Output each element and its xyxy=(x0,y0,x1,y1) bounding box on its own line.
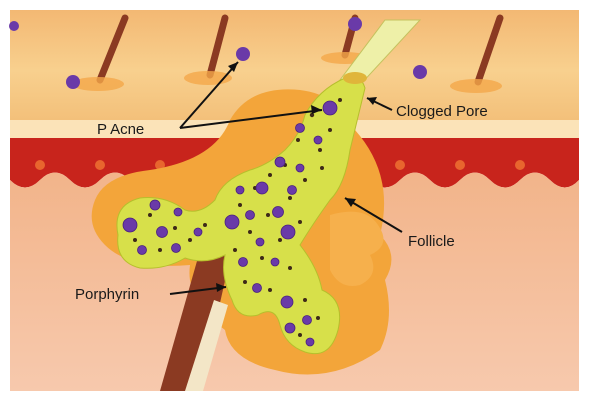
label-porphyrin: Porphyrin xyxy=(75,286,139,303)
clogged-pore-cap xyxy=(343,72,367,84)
label-follicle: Follicle xyxy=(408,233,455,250)
label-clogged-pore: Clogged Pore xyxy=(396,103,488,120)
label-p-acne: P Acne xyxy=(97,121,144,138)
